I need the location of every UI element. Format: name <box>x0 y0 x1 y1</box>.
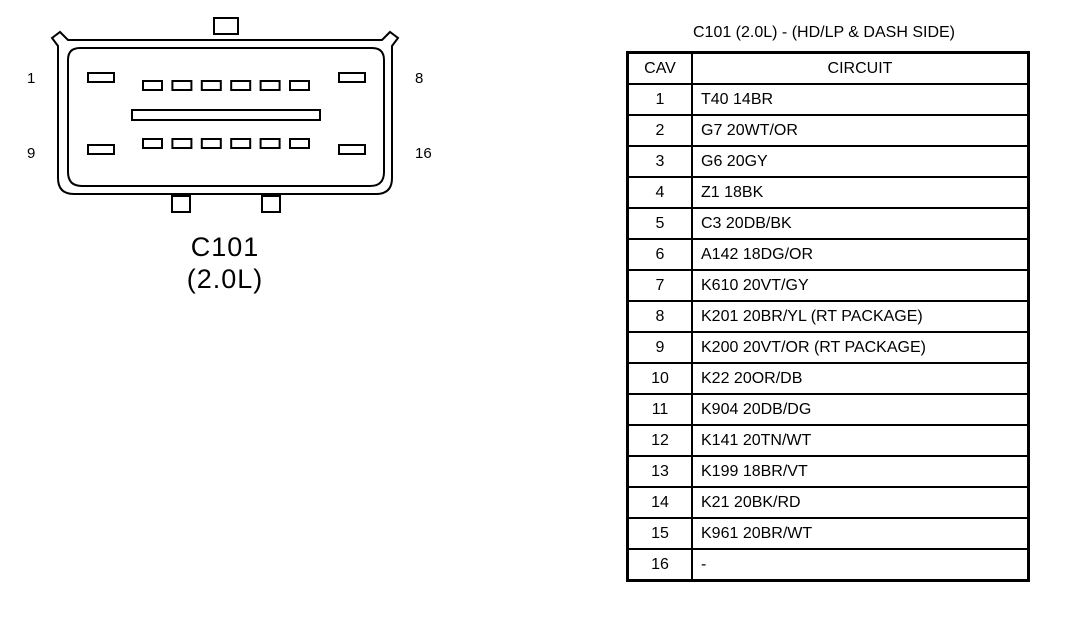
cavity-slot-8 <box>338 72 366 83</box>
circuit-cell: K904 20DB/DG <box>691 393 1030 426</box>
pin-label-bottom-left: 9 <box>27 145 36 162</box>
cav-cell: 1 <box>626 83 693 116</box>
bottom-foot-right <box>261 195 281 213</box>
cav-cell: 12 <box>626 424 693 457</box>
circuit-cell: C3 20DB/BK <box>691 207 1030 240</box>
cavity-slot-2 <box>142 80 163 91</box>
cav-cell: 7 <box>626 269 693 302</box>
cavity-slot-9 <box>87 144 115 155</box>
cav-cell: 14 <box>626 486 693 519</box>
cavity-slot-1 <box>87 72 115 83</box>
table-row: 16- <box>626 548 1030 582</box>
circuit-cell: A142 18DG/OR <box>691 238 1030 271</box>
connector-name: C101 <box>190 232 260 262</box>
pin-label-top-right: 8 <box>415 70 424 87</box>
cav-cell: 9 <box>626 331 693 364</box>
cavity-slot-4 <box>200 80 222 91</box>
circuit-cell: K141 20TN/WT <box>691 424 1030 457</box>
cavity-slot-5 <box>230 80 252 91</box>
cavity-slot-15 <box>289 138 310 149</box>
pin-label-bottom-right: 16 <box>415 145 432 162</box>
cav-cell: 10 <box>626 362 693 395</box>
connector-diagram: 1 8 9 16 C101 (2.0L) <box>0 0 470 310</box>
circuit-cell: G6 20GY <box>691 145 1030 178</box>
cav-header: CAV <box>626 51 693 85</box>
circuit-cell: K200 20VT/OR (RT PACKAGE) <box>691 331 1030 364</box>
circuit-cell: K610 20VT/GY <box>691 269 1030 302</box>
connector-housing-inner <box>67 47 385 187</box>
cav-cell: 15 <box>626 517 693 550</box>
circuit-cell: G7 20WT/OR <box>691 114 1030 147</box>
connector-housing-outer <box>50 30 400 195</box>
cavity-slot-12 <box>200 138 222 149</box>
cavity-slot-13 <box>230 138 252 149</box>
circuit-cell: K199 18BR/VT <box>691 455 1030 488</box>
cav-cell: 5 <box>626 207 693 240</box>
cav-cell: 6 <box>626 238 693 271</box>
cavity-slot-11 <box>171 138 193 149</box>
cavity-slot-3 <box>171 80 193 91</box>
cavity-slot-14 <box>259 138 281 149</box>
cavity-slot-7 <box>289 80 310 91</box>
cavity-slot-6 <box>259 80 281 91</box>
connector-face-drawing <box>50 17 400 213</box>
circuit-cell: T40 14BR <box>691 83 1030 116</box>
pin-label-top-left: 1 <box>27 70 36 87</box>
cav-cell: 2 <box>626 114 693 147</box>
circuit-cell: Z1 18BK <box>691 176 1030 209</box>
polarizing-bar <box>131 109 321 121</box>
circuit-cell: - <box>691 548 1030 582</box>
cav-cell: 3 <box>626 145 693 178</box>
top-latch <box>213 17 239 35</box>
cav-cell: 16 <box>626 548 693 582</box>
cav-cell: 13 <box>626 455 693 488</box>
table-header-row: CAV CIRCUIT <box>626 51 1030 85</box>
cavity-slot-16 <box>338 144 366 155</box>
cavity-slot-10 <box>142 138 163 149</box>
connector-variant: (2.0L) <box>186 264 264 294</box>
circuit-cell: K201 20BR/YL (RT PACKAGE) <box>691 300 1030 333</box>
bottom-foot-left <box>171 195 191 213</box>
circuit-header: CIRCUIT <box>691 51 1030 85</box>
table-title: C101 (2.0L) - (HD/LP & DASH SIDE) <box>692 24 955 41</box>
cav-cell: 8 <box>626 300 693 333</box>
cav-cell: 4 <box>626 176 693 209</box>
circuit-cell: K21 20BK/RD <box>691 486 1030 519</box>
circuit-cell: K961 20BR/WT <box>691 517 1030 550</box>
cav-cell: 11 <box>626 393 693 426</box>
circuit-cell: K22 20OR/DB <box>691 362 1030 395</box>
